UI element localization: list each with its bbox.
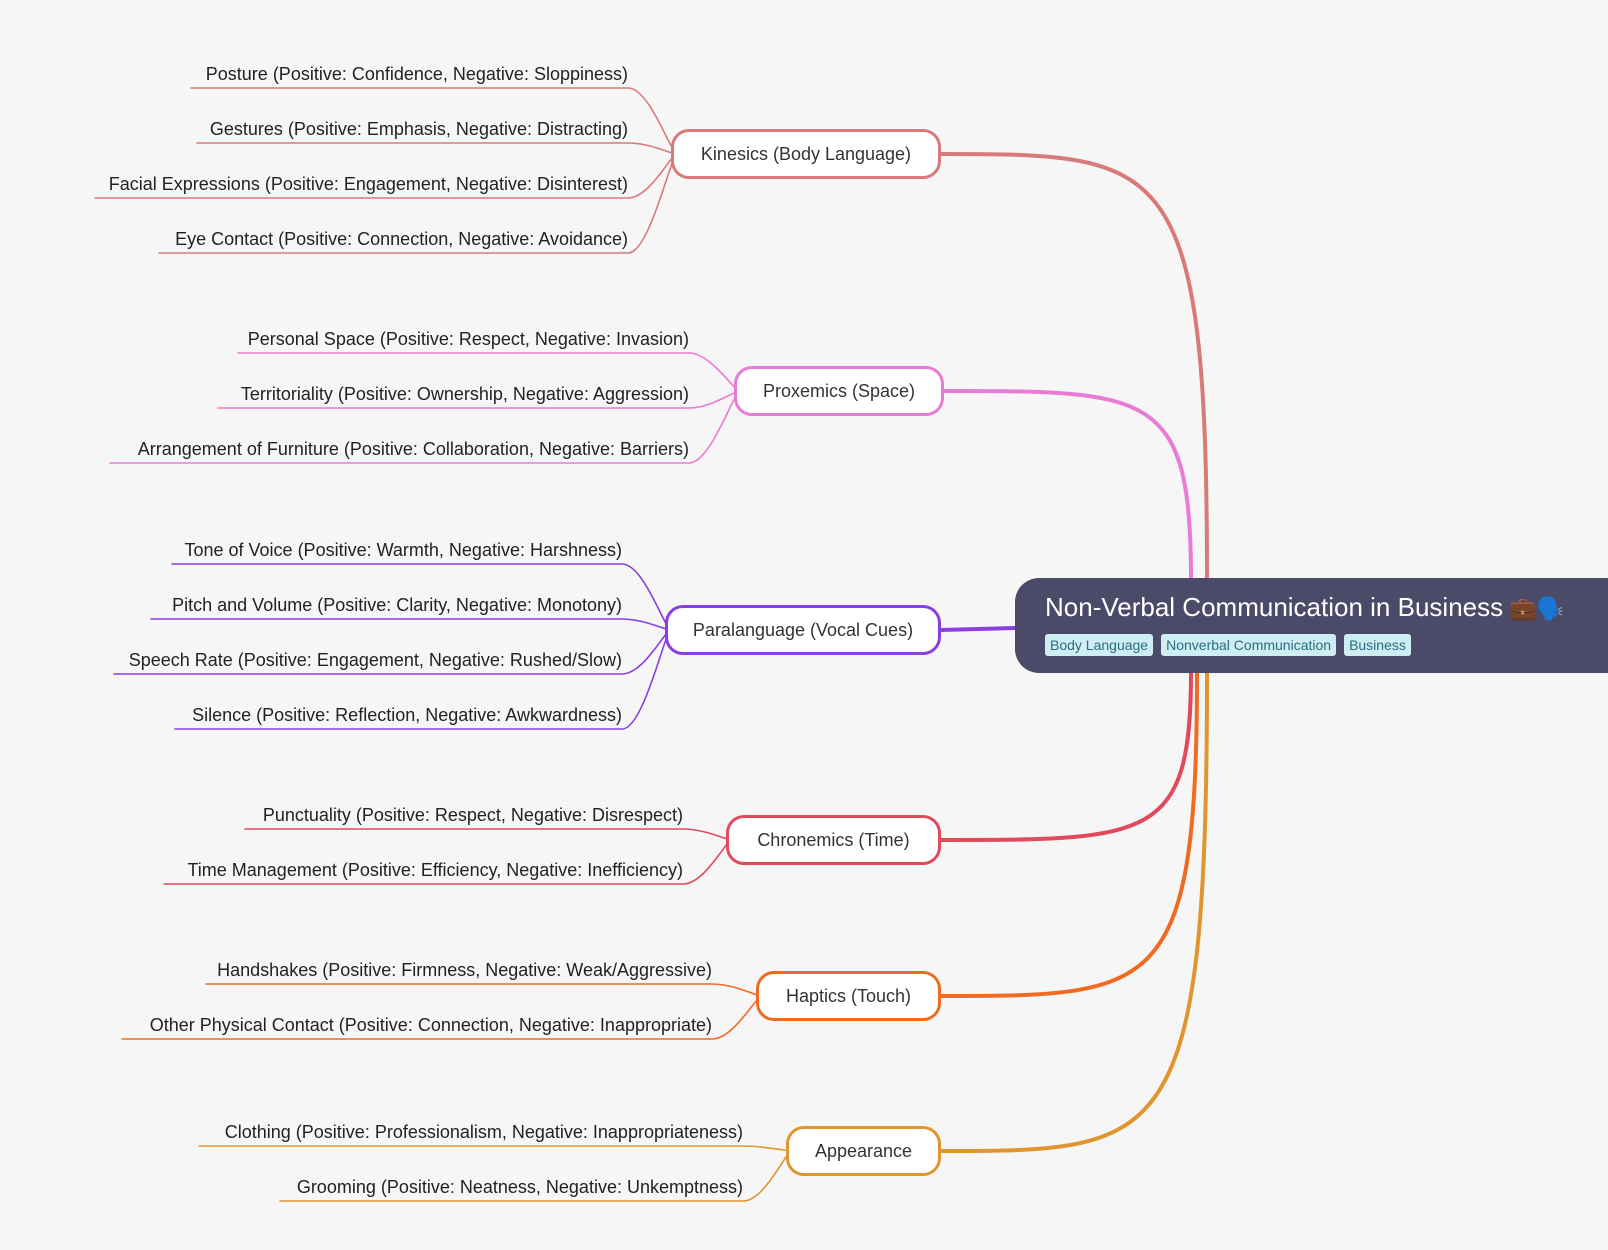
leaf-proxemics-2[interactable]: Territoriality (Positive: Ownership, Neg…: [240, 384, 689, 404]
leaf-chronemics-1[interactable]: Punctuality (Positive: Respect, Negative…: [262, 805, 683, 825]
root-title-text: Non-Verbal Communication in Business: [1045, 592, 1504, 622]
root-title: Non-Verbal Communication in Business💼🗣️: [1045, 590, 1608, 626]
leaf-chronemics-2[interactable]: Time Management (Positive: Efficiency, N…: [187, 860, 683, 880]
leaf-paralanguage-4[interactable]: Silence (Positive: Reflection, Negative:…: [192, 705, 622, 725]
connector-appearance: [939, 671, 1209, 1153]
leaf-connector-haptics-1: [205, 983, 763, 997]
leaf-haptics-2[interactable]: Other Physical Contact (Positive: Connec…: [149, 1015, 712, 1035]
connector-proxemics: [942, 389, 1193, 580]
root-tags: Body Language Nonverbal Communication Bu…: [1045, 634, 1608, 657]
leaf-paralanguage-3[interactable]: Speech Rate (Positive: Engagement, Negat…: [128, 650, 622, 670]
leaf-connector-appearance-1: [198, 1145, 793, 1152]
branch-node-paralanguage[interactable]: Paralanguage (Vocal Cues): [665, 605, 941, 655]
leaf-proxemics-1[interactable]: Personal Space (Positive: Respect, Negat…: [247, 329, 689, 349]
leaf-haptics-1[interactable]: Handshakes (Positive: Firmness, Negative…: [217, 960, 712, 980]
branch-node-appearance[interactable]: Appearance: [786, 1126, 941, 1176]
connector-haptics: [939, 671, 1199, 998]
root-node[interactable]: Non-Verbal Communication in Business💼🗣️ …: [1015, 578, 1608, 673]
branch-node-proxemics[interactable]: Proxemics (Space): [734, 366, 944, 416]
leaf-connector-paralanguage-2: [150, 618, 672, 631]
leaf-kinesics-4[interactable]: Eye Contact (Positive: Connection, Negat…: [175, 229, 628, 249]
leaf-kinesics-1[interactable]: Posture (Positive: Confidence, Negative:…: [205, 64, 628, 84]
branch-node-chronemics[interactable]: Chronemics (Time): [726, 815, 941, 865]
tag-nonverbal-communication[interactable]: Nonverbal Communication: [1161, 634, 1337, 657]
leaf-kinesics-2[interactable]: Gestures (Positive: Emphasis, Negative: …: [209, 119, 628, 139]
leaf-paralanguage-1[interactable]: Tone of Voice (Positive: Warmth, Negativ…: [184, 540, 622, 560]
connector-kinesics: [939, 152, 1209, 580]
tag-business[interactable]: Business: [1344, 634, 1411, 657]
connector-chronemics: [939, 671, 1193, 842]
tag-body-language[interactable]: Body Language: [1045, 634, 1154, 657]
leaf-appearance-1[interactable]: Clothing (Positive: Professionalism, Neg…: [224, 1122, 743, 1142]
leaf-appearance-2[interactable]: Grooming (Positive: Neatness, Negative: …: [296, 1177, 743, 1197]
connector-paralanguage: [939, 626, 1017, 632]
branch-node-haptics[interactable]: Haptics (Touch): [756, 971, 941, 1021]
branch-node-kinesics[interactable]: Kinesics (Body Language): [671, 129, 941, 179]
leaf-paralanguage-2[interactable]: Pitch and Volume (Positive: Clarity, Neg…: [172, 595, 622, 615]
leaf-connector-chronemics-1: [244, 828, 733, 841]
leaf-proxemics-3[interactable]: Arrangement of Furniture (Positive: Coll…: [137, 439, 689, 459]
leaf-kinesics-3[interactable]: Facial Expressions (Positive: Engagement…: [108, 174, 628, 194]
leaf-connector-kinesics-2: [196, 142, 678, 155]
briefcase-speaking-emoji-icon: 💼🗣️: [1509, 596, 1564, 622]
